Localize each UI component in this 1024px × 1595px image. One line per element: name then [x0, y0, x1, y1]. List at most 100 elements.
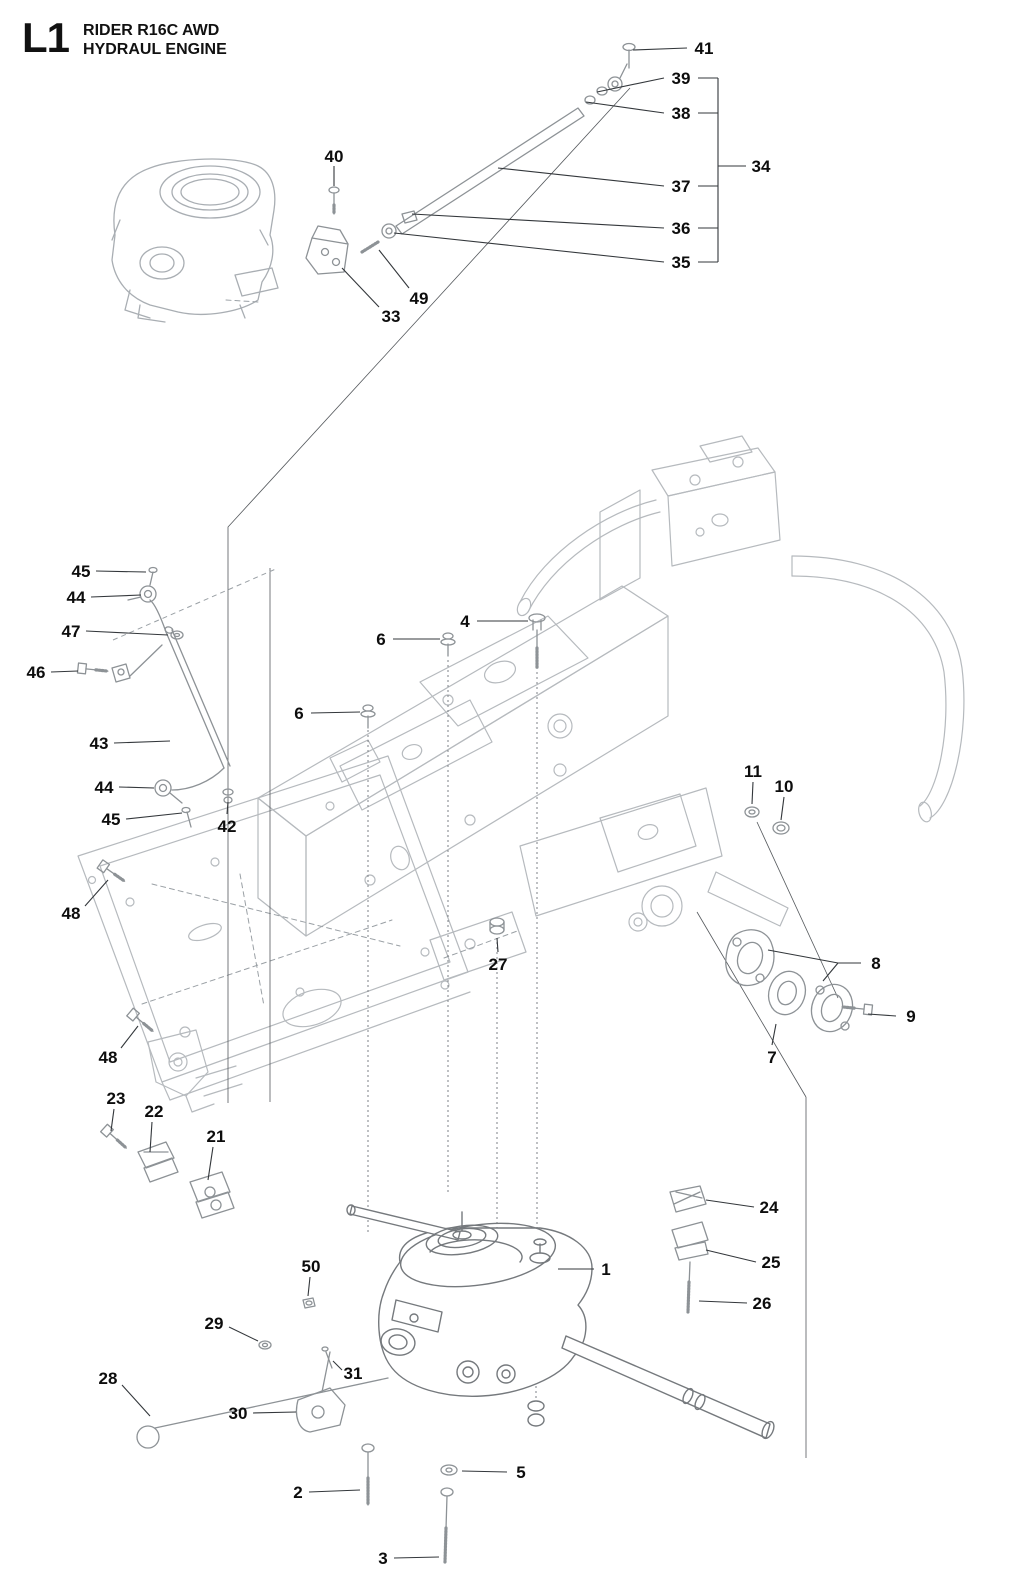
- steering-linkage-drawing: [75, 566, 234, 828]
- link-rod-43: [165, 631, 225, 769]
- washer-47: [170, 630, 184, 640]
- callout-4-32: 4: [460, 612, 470, 631]
- bolt-4: [528, 613, 546, 670]
- leader-line-41-0-0: [632, 47, 688, 51]
- title-block: L1 RIDER R16C AWD HYDRAUL ENGINE: [22, 14, 227, 61]
- callout-25-42: 25: [762, 1253, 781, 1272]
- engine-assembly-drawing: [111, 158, 279, 323]
- leader-line-46-13-0: [50, 670, 79, 673]
- washer-10: [772, 821, 790, 835]
- callout-44-15: 44: [95, 778, 114, 797]
- leader-line-45-16-0: [125, 812, 183, 820]
- bolt-46: [75, 661, 110, 678]
- callout-6-33: 6: [294, 704, 303, 723]
- callout-36-4: 36: [672, 219, 691, 238]
- callout-10-37: 10: [775, 777, 794, 796]
- flange-8a: [725, 929, 775, 987]
- callout-28-25: 28: [99, 1369, 118, 1388]
- bolt-41: [622, 42, 636, 69]
- leader-line-48-19-0: [120, 1025, 139, 1049]
- leader-line-31-27-0: [332, 1360, 343, 1371]
- jam-nut-36: [401, 210, 418, 224]
- callout-35-5: 35: [672, 253, 691, 272]
- leader-line-38-2-0: [585, 101, 665, 114]
- axle-shaft: [561, 1335, 771, 1439]
- leader-line-48-18-0: [84, 879, 109, 907]
- leader-line-30-26-0: [252, 1411, 297, 1414]
- bracket-33: [305, 225, 349, 275]
- callout-47-12: 47: [62, 622, 81, 641]
- leader-line-5-30-0: [461, 1470, 508, 1473]
- pin-31: [321, 1346, 333, 1369]
- bolt-2: [361, 1443, 375, 1507]
- callout-24-41: 24: [760, 1198, 779, 1217]
- callout-29-24: 29: [205, 1314, 224, 1333]
- callout-21-22: 21: [207, 1127, 226, 1146]
- washer-39: [596, 86, 608, 96]
- leader-line-27-34-0: [496, 937, 499, 953]
- callout-11-36: 11: [744, 762, 762, 781]
- pad-25: [671, 1221, 709, 1261]
- leader-line-33-9-0: [341, 267, 380, 308]
- leader-line-8-38-1: [822, 962, 839, 982]
- nut-50: [302, 1297, 316, 1309]
- callout-41-0: 41: [695, 39, 714, 58]
- callout-40-7: 40: [325, 147, 344, 166]
- callout-50-23: 50: [302, 1257, 321, 1276]
- leader-line-45-10-0: [95, 570, 147, 573]
- leader-line-47-12-0: [85, 630, 169, 636]
- leader-line-23-20-0: [110, 1108, 115, 1132]
- mount-parts-drawing: [99, 1122, 709, 1314]
- callout-6-31: 6: [376, 630, 385, 649]
- callout-23-20: 23: [107, 1089, 126, 1108]
- callout-8-38: 8: [871, 954, 880, 973]
- callout-9-39: 9: [906, 1007, 915, 1026]
- leader-line-36-4-0: [411, 213, 665, 229]
- callout-37-3: 37: [672, 177, 691, 196]
- callout-48-18: 48: [62, 904, 81, 923]
- brake-rod-group-drawing: [136, 1297, 458, 1564]
- washer-29: [258, 1340, 272, 1350]
- leader-line-2-28-0: [308, 1489, 361, 1493]
- callout-45-10: 45: [72, 562, 91, 581]
- nut-11: [744, 806, 760, 818]
- leader-line-8-38-0: [767, 949, 861, 964]
- leader-line-44-11-0: [90, 594, 142, 598]
- bolt-3: [440, 1487, 454, 1564]
- leader-line-9-39-0: [867, 1013, 897, 1017]
- nut-27: [489, 917, 505, 935]
- leader-line-37-3-0: [497, 167, 665, 187]
- page-code: L1: [22, 14, 70, 61]
- callout-42-17: 42: [218, 817, 237, 836]
- title-lines: RIDER R16C AWD HYDRAUL ENGINE: [83, 18, 227, 59]
- leader-line-49-8-0: [378, 249, 410, 289]
- leader-line-3-29-0: [393, 1556, 440, 1559]
- section-name: HYDRAUL ENGINE: [83, 41, 227, 58]
- bolt-48-upper: [95, 858, 130, 887]
- clamp-21: [189, 1171, 235, 1219]
- bolt-45-upper: [148, 566, 158, 586]
- ball-joint-44-upper: [127, 585, 157, 603]
- bolt-9: [840, 1000, 875, 1017]
- leader-line-39-1-0: [596, 77, 665, 93]
- bolt-6-upper: [440, 632, 456, 657]
- callout-38-2: 38: [672, 104, 691, 123]
- frame-bolts-drawing: [95, 858, 158, 1037]
- leader-line-7-40-0: [771, 1023, 777, 1046]
- callout-26-43: 26: [753, 1294, 772, 1313]
- center-hardware-drawing: [360, 613, 546, 935]
- callout-1-35: 1: [601, 1260, 610, 1279]
- callout-30-26: 30: [229, 1404, 248, 1423]
- ball-joint-44-lower: [154, 779, 183, 804]
- callout-31-27: 31: [344, 1364, 363, 1383]
- leader-line-24-41-0: [705, 1199, 755, 1208]
- callout-43-14: 43: [90, 734, 109, 753]
- callout-34-6: 34: [752, 157, 771, 176]
- stud-49: [360, 240, 380, 254]
- leader-line-26-43-0: [698, 1300, 748, 1304]
- bearing-7: [767, 970, 807, 1016]
- callout-33-9: 33: [382, 307, 401, 326]
- leader-line-28-25-0: [121, 1384, 151, 1417]
